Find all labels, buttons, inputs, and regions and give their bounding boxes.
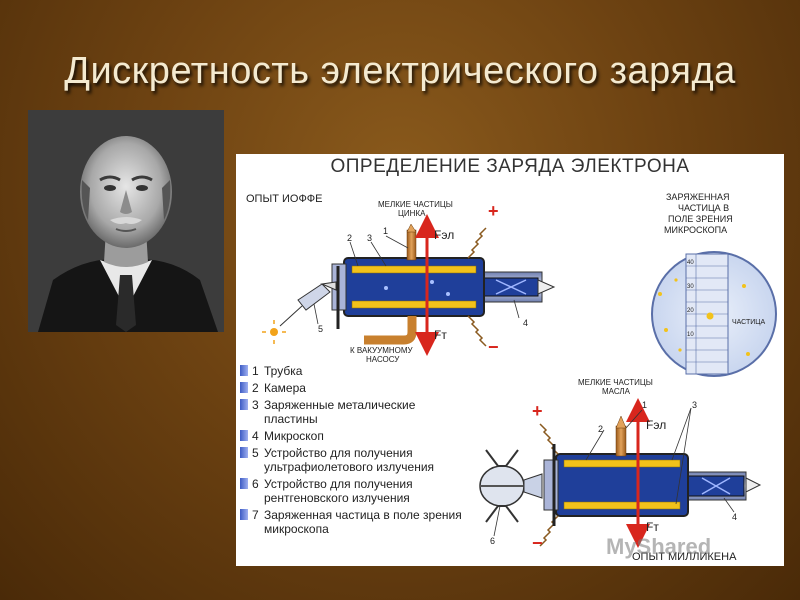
ioffe-num-1: 1 [383, 226, 388, 236]
millikan-plus: + [532, 406, 543, 416]
legend: 1 Трубка 2 Камера 3 Заряженные металичес… [240, 364, 480, 539]
legend-marker [240, 447, 248, 458]
millikan-num-4: 4 [732, 512, 737, 522]
legend-text: Заряженная частица в поле зрения микроск… [264, 508, 464, 536]
field-label-2: ЧАСТИЦА В [678, 203, 729, 213]
scale-tick-30: 30 [687, 282, 694, 292]
legend-number: 3 [252, 398, 259, 412]
legend-text: Микроскоп [264, 429, 324, 443]
legend-marker [240, 430, 248, 441]
legend-item: 2 Камера [240, 381, 480, 395]
legend-number: 4 [252, 429, 259, 443]
ioffe-plus: + [488, 206, 499, 216]
field-particle-label: ЧАСТИЦА [732, 318, 765, 328]
legend-marker [240, 382, 248, 393]
ioffe-num-3: 3 [367, 233, 372, 243]
legend-text: Камера [264, 381, 306, 395]
scale-tick-40: 40 [687, 258, 694, 268]
legend-item: 7 Заряженная частица в поле зрения микро… [240, 508, 480, 536]
field-label-3: ПОЛЕ ЗРЕНИЯ [668, 214, 733, 224]
legend-item: 1 Трубка [240, 364, 480, 378]
millikan-force-el: Fэл [646, 420, 666, 430]
legend-number: 6 [252, 477, 259, 491]
millikan-num-1: 1 [642, 400, 647, 410]
diagram-panel: ОПРЕДЕЛЕНИЕ ЗАРЯДА ЭЛЕКТРОНА [236, 154, 784, 566]
millikan-force-t: Fт [646, 522, 659, 532]
field-label-4: МИКРОСКОПА [664, 225, 727, 235]
legend-item: 6 Устройство для получения рентгеновског… [240, 477, 480, 505]
legend-text: Заряженные металические пластины [264, 398, 469, 426]
legend-marker [240, 509, 248, 520]
legend-number: 1 [252, 364, 259, 378]
legend-item: 4 Микроскоп [240, 429, 480, 443]
legend-text: Устройство для получения ультрафиолетово… [264, 446, 476, 474]
field-label-1: ЗАРЯЖЕННАЯ [666, 192, 730, 202]
legend-text: Устройство для получения рентгеновского … [264, 477, 469, 505]
legend-item: 3 Заряженные металические пластины [240, 398, 480, 426]
millikan-num-3: 3 [692, 400, 697, 410]
legend-number: 7 [252, 508, 259, 522]
ioffe-zinc-label-2: ЦИНКА [398, 209, 425, 219]
scale-tick-10: 10 [687, 330, 694, 340]
legend-item: 5 Устройство для получения ультрафиолето… [240, 446, 480, 474]
legend-marker [240, 399, 248, 410]
millikan-num-2: 2 [598, 424, 603, 434]
ioffe-heading: ОПЫТ ИОФФЕ [246, 194, 323, 204]
scale-tick-20: 20 [687, 306, 694, 316]
legend-marker [240, 478, 248, 489]
ioffe-num-2: 2 [347, 233, 352, 243]
ioffe-num-5: 5 [318, 324, 323, 334]
oil-label-2: МАСЛА [602, 387, 630, 397]
millikan-minus: − [532, 538, 543, 548]
legend-number: 5 [252, 446, 259, 460]
watermark: MyShared [606, 534, 711, 560]
legend-marker [240, 365, 248, 376]
ioffe-num-4: 4 [523, 318, 528, 328]
slide-title: Дискретность электрического заряда [0, 50, 800, 93]
legend-text: Трубка [264, 364, 302, 378]
ioffe-minus: − [488, 342, 499, 352]
millikan-num-6: 6 [490, 536, 495, 546]
legend-number: 2 [252, 381, 259, 395]
ioffe-force-t: Fт [434, 330, 447, 340]
portrait-photo [28, 110, 224, 332]
ioffe-force-el: Fэл [434, 230, 454, 240]
